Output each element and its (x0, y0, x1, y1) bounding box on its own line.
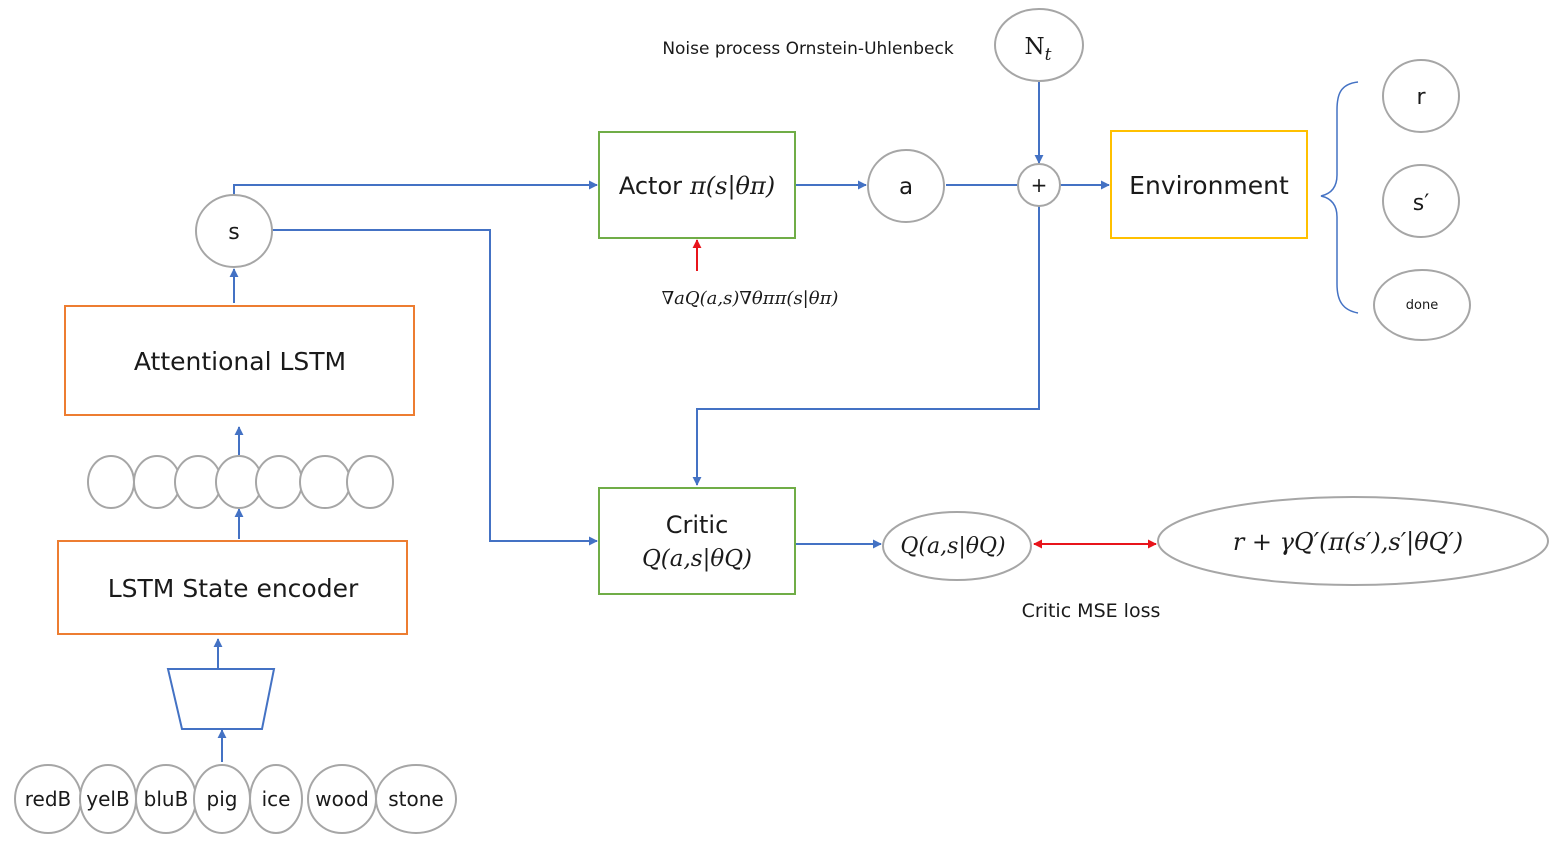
input-node-stone (375, 764, 457, 834)
input-label-stone: stone (388, 787, 443, 811)
critic-box (598, 487, 796, 595)
attentional-lstm-label: Attentional LSTM (134, 347, 346, 376)
arrow-state-to-actor (233, 180, 598, 195)
reward-label: r (1416, 85, 1426, 110)
environment-box (1110, 130, 1308, 239)
environment-output-brace (1320, 81, 1359, 314)
input-label-yelB: yelB (86, 787, 129, 811)
embedding-trapezoid (166, 668, 276, 730)
input-label-redB: redB (25, 787, 72, 811)
action-node (867, 149, 945, 223)
input-label-bluB: bluB (144, 787, 189, 811)
reward-node (1382, 59, 1460, 133)
arrow-state-to-critic (272, 229, 598, 546)
input-label-ice: ice (262, 787, 291, 811)
state-node (195, 194, 273, 268)
target-formula: r + γQ′(π(s′),s′|θQ′) (1233, 528, 1463, 557)
noise-label: Noise process Ornstein-Uhlenbeck (662, 39, 954, 59)
critic-loss-label: Critic MSE loss (1022, 600, 1161, 622)
q-value-node (882, 511, 1032, 581)
attentional-lstm-box (64, 305, 415, 416)
hidden-state (174, 455, 222, 509)
input-label-pig: pig (207, 787, 238, 811)
sum-node (1017, 163, 1061, 207)
state-encoder-box (57, 540, 408, 635)
critic-title: Critic (666, 511, 729, 539)
critic-formula: Q(a,s|θQ) (642, 546, 752, 572)
sum-label: + (1031, 173, 1048, 197)
next-state-node (1382, 164, 1460, 238)
done-label: done (1406, 298, 1438, 313)
done-node (1373, 269, 1471, 341)
environment-label: Environment (1129, 171, 1289, 200)
next-state-label: s′ (1413, 191, 1429, 216)
input-node-ice (249, 764, 303, 834)
noise-node (994, 8, 1084, 82)
actor-gradient-formula: ∇aQ(a,s)∇θππ(s|θπ) (662, 288, 839, 309)
noise-symbol: Nt (1025, 34, 1052, 65)
hidden-state (133, 455, 181, 509)
arrow-sum-to-critic (692, 206, 1040, 486)
input-label-wood: wood (315, 787, 369, 811)
target-node (1157, 496, 1549, 586)
actor-box (598, 131, 796, 239)
hidden-state (87, 455, 135, 509)
state-label: s (228, 220, 239, 245)
object-inputs: redB yelB bluB pig ice wood stone (14, 764, 457, 834)
action-label: a (899, 174, 913, 200)
connectors (213, 82, 1110, 762)
state-encoder-label: LSTM State encoder (108, 574, 359, 603)
hidden-state (299, 455, 351, 509)
hidden-state (255, 455, 303, 509)
hidden-state (346, 455, 394, 509)
q-value-formula: Q(a,s|θQ) (900, 534, 1005, 559)
hidden-state-sequence (87, 455, 394, 509)
